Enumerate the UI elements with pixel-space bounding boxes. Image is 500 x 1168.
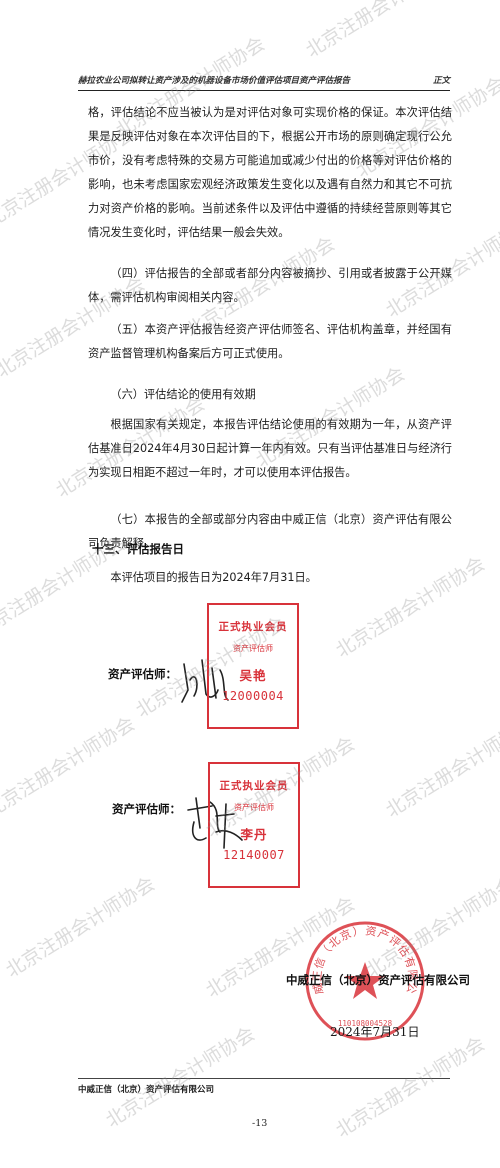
page-header: 赫拉农业公司拟转让资产涉及的机器设备市场价值评估项目资产评估报告 正文 [78, 74, 450, 88]
svg-text:110108004528: 110108004528 [338, 1019, 393, 1028]
appraiser-label-1: 资产评估师： [108, 667, 177, 681]
appraiser-stamp-2: 正式执业会员 资产评估师 李丹 12140007 [208, 762, 300, 888]
handwritten-signature-2 [187, 797, 243, 849]
stamp-name: 吴艳 [239, 668, 267, 683]
paragraph-validity-period: 根据国家有关规定，本报告评估结论使用的有效期为一年，从资产评估基准日2024年4… [88, 418, 452, 479]
watermark: 北京注册会计师协会 [382, 712, 500, 823]
company-seal: 中威正信（北京）资产评估有限公司 110108004528 [296, 908, 425, 1041]
stamp-name: 李丹 [240, 827, 268, 842]
paragraph-item-5: （五）本资产评估报告经资产评估师签名、评估机构盖章，并经国有资产监督管理机构备案… [88, 323, 452, 360]
stamp-number: 12000004 [222, 689, 284, 703]
footer-divider [78, 1078, 450, 1079]
stamp-title: 正式执业会员 [218, 621, 288, 633]
footer-company: 中威正信（北京）资产评估有限公司 [78, 1085, 215, 1095]
report-date-text: 本评估项目的报告日为2024年7月31日。 [110, 571, 317, 584]
header-divider [78, 90, 450, 91]
stamp-title: 正式执业会员 [219, 780, 289, 792]
stamp-number: 12140007 [223, 848, 285, 862]
watermark: 北京注册会计师协会 [2, 872, 159, 983]
paragraph-item-6-title: （六）评估结论的使用有效期 [110, 388, 256, 401]
paragraph-validity-caveat: 格，评估结论不应当被认为是对评估对象可实现价格的保证。本次评估结果是反映评估对象… [88, 106, 452, 239]
appraiser-stamp-1: 正式执业会员 资产评估师 吴艳 12000004 [207, 603, 299, 729]
header-tag: 正文 [432, 76, 450, 86]
company-signature-date: 2024年7月31日 [330, 1025, 420, 1039]
appraiser-label-2: 资产评估师： [112, 802, 181, 816]
paragraph-item-4: （四）评估报告的全部或者部分内容被摘抄、引用或者披露于公开媒体，需评估机构审阅相… [88, 267, 452, 304]
stamp-role: 资产评估师 [234, 803, 274, 812]
watermark: 北京注册会计师协会 [302, 0, 459, 63]
header-title: 赫拉农业公司拟转让资产涉及的机器设备市场价值评估项目资产评估报告 [78, 76, 351, 86]
paragraph-item-7: （七）本报告的全部或部分内容由中威正信（北京）资产评估有限公司负责解释。 [88, 513, 452, 550]
section-13-heading: 十三、评估报告日 [92, 542, 184, 556]
company-signature-name: 中威正信（北京）资产评估有限公司 [286, 973, 470, 987]
stamp-role: 资产评估师 [233, 644, 273, 653]
handwritten-signature-1 [181, 659, 229, 703]
watermark: 北京注册会计师协会 [102, 1022, 259, 1133]
page-number: -13 [252, 1118, 268, 1129]
watermark: 北京注册会计师协会 [332, 1032, 489, 1143]
